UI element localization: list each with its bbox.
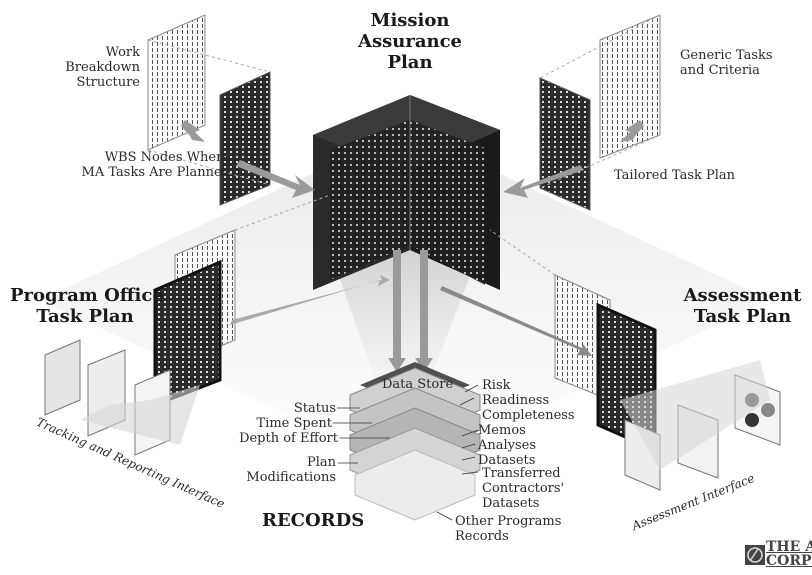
- wbs-line-1: Work: [105, 45, 140, 60]
- wbs-nodes-line-2: MA Tasks Are Planned: [81, 165, 230, 180]
- datasets-label: Datasets: [478, 453, 536, 468]
- title-line-3: Plan: [387, 52, 433, 73]
- contractors-label: Contractors': [482, 481, 565, 496]
- arrow-po-to-store: [230, 275, 390, 325]
- arrow-wbs-down: [181, 120, 205, 142]
- po-panel-front: [153, 259, 222, 408]
- tailored-task-plan-label: Tailored Task Plan: [614, 168, 736, 183]
- arrow-tailored-to-cube: [503, 165, 584, 198]
- program-office-panels: [153, 194, 331, 408]
- program-office-title: Program Office Task Plan: [10, 285, 164, 327]
- tailored-panel-dark: [539, 77, 591, 211]
- as-line-1: Assessment: [683, 285, 802, 306]
- po-line-1: Program Office: [10, 285, 164, 306]
- title-line-1: Mission: [370, 10, 450, 31]
- wbs-nodes-line-1: WBS Nodes Where: [104, 150, 230, 165]
- po-line-2: Task Plan: [36, 306, 134, 327]
- plan-line: Plan: [306, 455, 336, 470]
- wbs-nodes-label: WBS Nodes Where MA Tasks Are Planned: [70, 150, 230, 180]
- assessment-fan: [620, 360, 770, 470]
- risk-readiness-completeness: Risk Readiness Completeness: [482, 378, 575, 423]
- layer-base: [354, 449, 476, 521]
- arrow-generic-down: [620, 120, 644, 142]
- generic-line-1: Generic Tasks: [680, 48, 773, 63]
- logo-line-1: THE AEROSPACE: [766, 540, 812, 555]
- contractors-datasets-label: Datasets: [482, 496, 540, 511]
- memos-analyses-datasets: Memos Analyses Datasets: [478, 423, 536, 468]
- data-store-label: Data Store: [382, 377, 454, 392]
- status-label: Status: [293, 401, 336, 416]
- as-line-2: Task Plan: [693, 306, 792, 327]
- title-line-2: Assurance: [358, 31, 462, 52]
- readiness-label: Readiness: [482, 393, 550, 408]
- tracking-fan: [80, 385, 200, 445]
- logo-line-2: CORPORATION: [766, 553, 812, 569]
- wbs-panel-dark: [219, 71, 271, 206]
- assessment-interface-windows: [620, 360, 781, 491]
- transferred-label: Transferred: [482, 466, 561, 481]
- wbs-line-3: Structure: [76, 75, 140, 90]
- other-programs-records: Other Programs Records: [455, 514, 561, 544]
- cube-dot-matrix: [330, 120, 485, 285]
- assessment-title: Assessment Task Plan: [680, 285, 805, 327]
- memos-label: Memos: [478, 423, 526, 438]
- mission-assurance-title: Mission Assurance Plan: [330, 10, 490, 73]
- wbs-label: Work Breakdown Structure: [60, 45, 140, 90]
- records-title: RECORDS: [262, 510, 365, 531]
- leader-lines: [333, 384, 479, 521]
- aerospace-logo-mark: [745, 545, 765, 565]
- generic-line-2: and Criteria: [680, 63, 760, 78]
- completeness-label: Completeness: [482, 408, 575, 423]
- wbs-panel-front: [147, 14, 206, 151]
- risk-label: Risk: [482, 378, 511, 393]
- transferred-contractors-datasets: Transferred Contractors' Datasets: [482, 466, 564, 511]
- aerospace-logo: THE AEROSPACE CORPORATION: [742, 540, 812, 575]
- data-beam: [330, 250, 480, 380]
- logo-text: THE AEROSPACE CORPORATION: [766, 540, 812, 568]
- arrow-wbs-to-cube: [236, 160, 315, 198]
- analyses-label: Analyses: [478, 438, 537, 453]
- arrow-store-to-assess: [440, 286, 592, 356]
- records-stack: [349, 362, 481, 521]
- generic-tasks-label: Generic Tasks and Criteria: [680, 48, 773, 78]
- tracking-interface-windows: [44, 339, 200, 456]
- mission-assurance-cube: [313, 95, 500, 290]
- plan-modifications-label: Plan Modifications: [240, 455, 336, 485]
- depth-of-effort-label: Depth of Effort: [239, 431, 338, 446]
- wbs-line-2: Breakdown: [65, 60, 140, 75]
- modifications-line: Modifications: [246, 470, 336, 485]
- other-programs-label: Other Programs: [455, 514, 562, 529]
- other-records-label: Records: [455, 529, 509, 544]
- time-spent-label: Time Spent: [256, 416, 333, 431]
- cube-to-store-arrows: [388, 250, 433, 372]
